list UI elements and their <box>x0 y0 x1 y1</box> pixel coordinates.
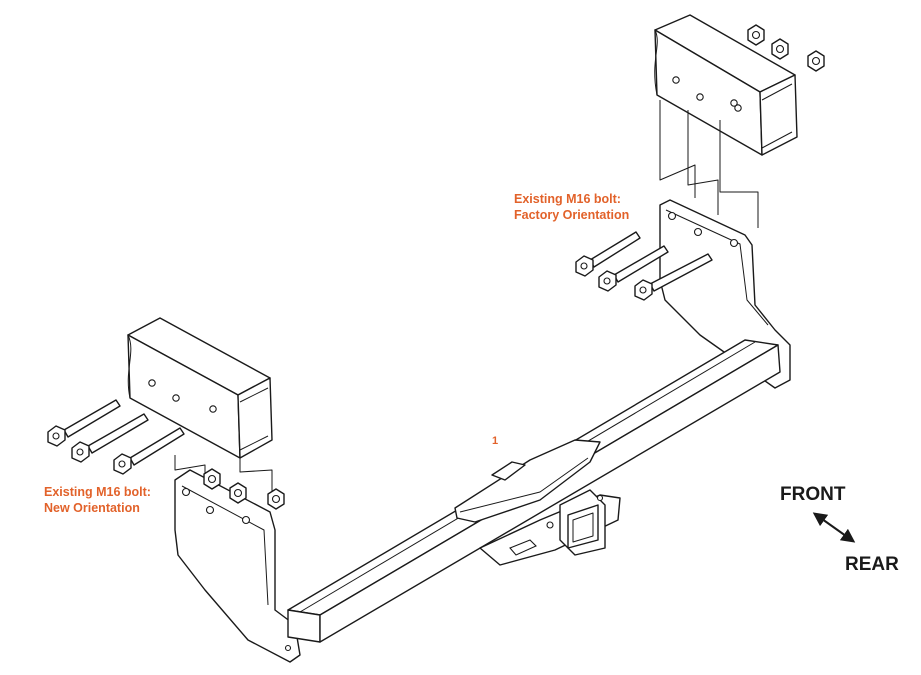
hex-bolt <box>575 231 641 277</box>
flange-nut <box>229 482 247 504</box>
right-bolts <box>575 231 713 301</box>
callout-factory-line1: Existing M16 bolt: <box>514 192 621 206</box>
direction-indicator: FRONT REAR <box>780 484 899 575</box>
left-alignment-guides <box>174 455 273 492</box>
flange-nut <box>771 38 789 60</box>
receiver-bracket <box>454 439 621 566</box>
callout-new-line1: Existing M16 bolt: <box>44 485 151 499</box>
left-side-plate <box>174 469 301 663</box>
front-label: FRONT <box>780 484 846 505</box>
right-frame-rail <box>654 14 798 156</box>
flange-nut <box>203 468 221 490</box>
callout-factory-orientation: Existing M16 bolt: Factory Orientation <box>514 192 629 222</box>
callout-factory-line2: Factory Orientation <box>514 208 629 222</box>
right-flange-nuts <box>747 24 825 72</box>
hex-bolt <box>113 427 185 475</box>
part-number-label: 1 <box>492 435 498 447</box>
hex-bolt <box>47 399 121 447</box>
flange-nut <box>807 50 825 72</box>
callout-new-line2: New Orientation <box>44 501 140 515</box>
right-side-plate <box>659 199 791 389</box>
callout-new-orientation: Existing M16 bolt: New Orientation <box>44 485 151 515</box>
left-flange-nuts <box>203 468 285 510</box>
hex-bolt <box>71 413 149 463</box>
flange-nut <box>747 24 765 46</box>
hex-bolt <box>634 253 713 301</box>
hex-bolt <box>598 245 669 292</box>
rear-label: REAR <box>845 554 899 575</box>
double-arrow-icon <box>812 512 856 543</box>
left-frame-rail <box>127 317 273 459</box>
left-bolts <box>47 399 185 475</box>
right-alignment-guides <box>659 100 759 228</box>
flange-nut <box>267 488 285 510</box>
